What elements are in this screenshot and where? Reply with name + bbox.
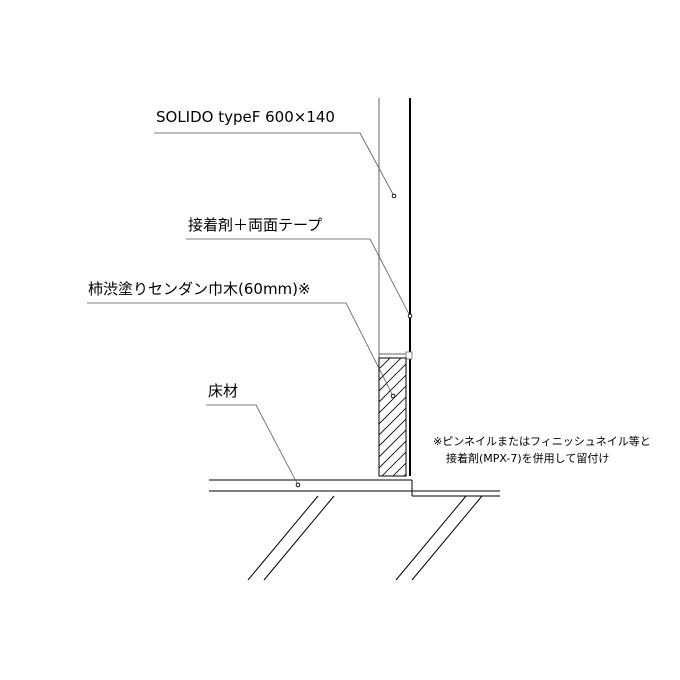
adhesive-strip	[405, 351, 413, 360]
hatch-line	[379, 496, 406, 523]
hatch-line	[379, 396, 406, 425]
hatch-line	[379, 374, 406, 403]
hatch-line	[381, 451, 406, 476]
baseboard-section	[378, 357, 407, 523]
leader-floor	[206, 404, 299, 486]
hatch-line	[379, 418, 406, 447]
leader-panel	[154, 132, 395, 197]
floor-material	[209, 479, 413, 492]
leader-dots	[295, 193, 413, 488]
dot-panel	[391, 193, 397, 199]
hatch-line	[379, 363, 406, 392]
break-lines	[247, 495, 483, 581]
leader-baseboard	[87, 302, 394, 397]
hatch-line	[403, 473, 406, 476]
dot-adhesive	[407, 313, 413, 319]
subfloor-slab	[411, 490, 500, 497]
hatch-line	[379, 429, 406, 458]
hatch-line	[379, 440, 406, 469]
note-line-1: ※ピンネイルまたはフィニッシュネイル等と	[433, 435, 651, 448]
hatch-line	[379, 385, 406, 414]
hatch-line	[379, 485, 406, 512]
leader-lines	[87, 132, 411, 486]
dot-baseboard	[390, 393, 396, 399]
label-panel: SOLIDO typeF 600×140	[156, 108, 335, 126]
note-line-2: 接着剤(MPX-7)を併用して留付け	[446, 452, 610, 465]
hatch-line	[379, 358, 391, 370]
label-floor: 床材	[208, 382, 239, 400]
hatch-line	[379, 407, 406, 436]
label-adhesive: 接着剤＋両面テープ	[188, 216, 323, 234]
dot-floor	[295, 482, 301, 488]
hatch-line	[392, 462, 406, 476]
leader-adhesive	[186, 238, 411, 317]
label-baseboard: 柿渋塗りセンダン巾木(60mm)※	[88, 280, 311, 298]
hatch-line	[379, 358, 402, 381]
